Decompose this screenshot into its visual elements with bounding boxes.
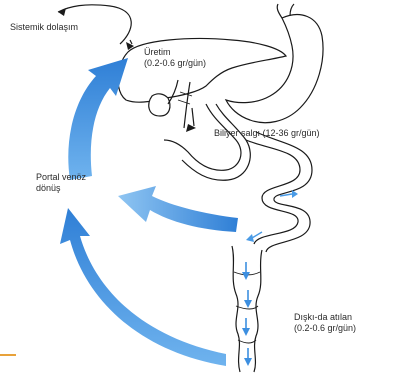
- label-production-rate: (0.2-0.6 gr/gün): [144, 58, 206, 69]
- portal-to-liver-arrow: [68, 58, 128, 180]
- label-production: Üretim: [144, 47, 171, 58]
- label-fecal-excretion-rate: (0.2-0.6 gr/gün): [294, 323, 356, 334]
- label-portal-return: dönüş: [36, 183, 61, 194]
- stomach-outline: [226, 15, 323, 123]
- biliary-arrow: [192, 108, 194, 126]
- production-arrow: [130, 40, 132, 44]
- label-fecal-excretion: Dışkı-da atılan: [294, 312, 352, 323]
- intestine-to-portal-arrow: [118, 186, 238, 232]
- gallbladder: [149, 94, 170, 116]
- excretion-arrows: [242, 262, 252, 366]
- label-systemic-circulation: Sistemik dolaşım: [10, 22, 78, 33]
- label-portal-venous: Portal venöz: [36, 172, 86, 183]
- colon-to-portal-arrow: [60, 208, 226, 366]
- large-intestine: [232, 246, 240, 372]
- systemic-loop-arrowhead: [58, 8, 66, 16]
- small-intestine: [246, 140, 300, 244]
- accent-line: [0, 354, 16, 356]
- label-biliary-secretion: Biliyer salgı (12-36 gr/gün): [214, 128, 320, 139]
